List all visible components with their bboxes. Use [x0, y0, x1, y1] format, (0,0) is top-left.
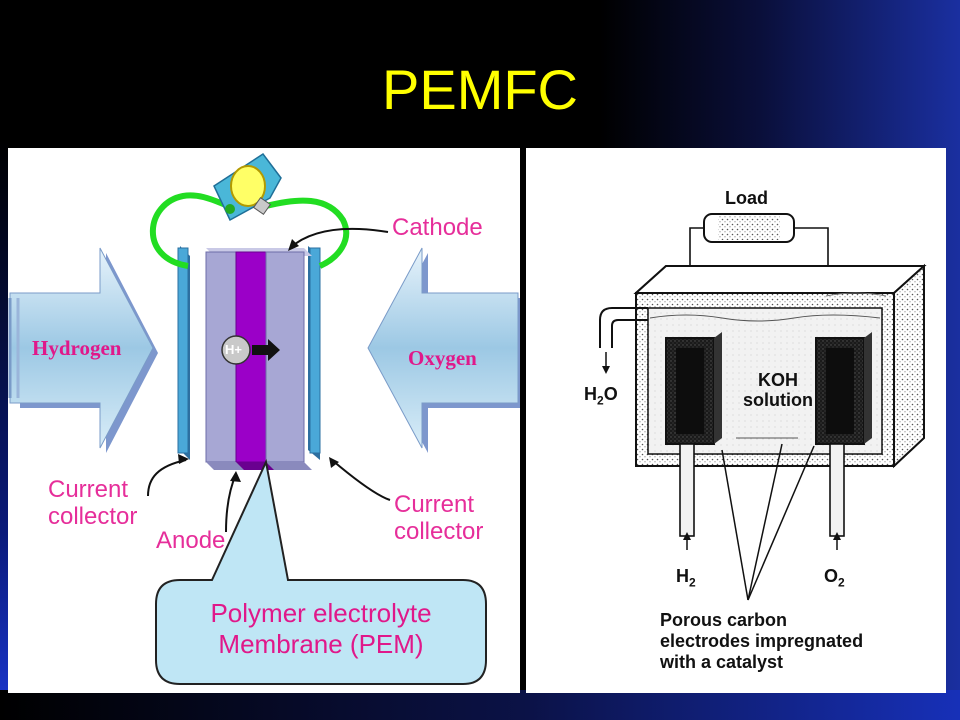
electrode-caption: Porous carbon electrodes impregnated wit… [660, 610, 863, 673]
current-collector-left-line-1: Current [48, 476, 129, 503]
current-collector-left-label: Current collector [48, 476, 137, 530]
current-collector-right-line-1: Current [394, 491, 475, 518]
load-resistor [703, 213, 795, 243]
water-label-sub: 2 [597, 393, 604, 408]
hydrogen-arrow [8, 247, 158, 453]
hydrogen-label: Hydrogen [32, 336, 122, 360]
pem-callout [155, 458, 487, 685]
hydrogen-input-h: H [676, 566, 689, 586]
electrode-caption-line-3: with a catalyst [660, 652, 784, 672]
pem-label: Polymer electrolyte Membrane (PEM) [156, 598, 486, 660]
proton-ion [221, 335, 280, 365]
left-accent-band [0, 140, 8, 700]
pem-diagram-graphic [8, 152, 520, 685]
water-label-h: H [584, 384, 597, 404]
pem-label-line-1: Polymer electrolyte [210, 598, 432, 628]
current-collector-left [177, 246, 190, 460]
slide-title: PEMFC [382, 58, 578, 121]
anode-label: Anode [156, 527, 226, 554]
pointer-arrowheads [178, 239, 339, 482]
current-collector-right-label: Current collector [394, 491, 483, 545]
pem-label-line-2: Membrane (PEM) [218, 629, 424, 659]
anode-electrode [665, 332, 722, 550]
arrow-icon [252, 339, 280, 361]
oxygen-input-o: O [824, 566, 839, 586]
bottom-accent-band [0, 690, 960, 720]
alkaline-cell-graphic [599, 213, 927, 601]
caption-pointers [721, 443, 815, 601]
light-bulb-icon [213, 152, 282, 222]
electrode-caption-line-1: Porous carbon [660, 610, 788, 630]
koh-label: KOH solution [736, 370, 820, 410]
load-label: Load [725, 188, 768, 208]
proton-label: H+ [225, 342, 242, 357]
hydrogen-input-label: H2 [676, 566, 696, 593]
oxygen-label: Oxygen [408, 346, 477, 370]
koh-label-line-1: KOH [758, 370, 798, 390]
water-outlet-pipe [599, 307, 648, 374]
oxygen-arrow [367, 247, 520, 453]
water-label-o: O [603, 384, 618, 404]
cathode-electrode [815, 332, 872, 550]
water-label: H2O [584, 384, 618, 411]
oxygen-input-sub: 2 [838, 575, 845, 590]
current-collector-left-line-2: collector [48, 503, 138, 530]
hydrogen-input-sub: 2 [689, 575, 696, 590]
electrode-caption-line-2: electrodes impregnated [660, 631, 864, 651]
koh-label-line-2: solution [743, 390, 813, 410]
current-collector-right-line-2: collector [394, 518, 484, 545]
cathode-label: Cathode [392, 214, 483, 241]
pem-diagram-panel: Cathode Hydrogen Oxygen H+ Current colle… [8, 148, 520, 693]
alkaline-cell-panel: Load H2O KOH solution H2 O2 Porous carbo… [526, 148, 946, 693]
oxygen-input-label: O2 [824, 566, 845, 593]
current-collector-right [308, 246, 321, 460]
external-wire-right [265, 197, 350, 269]
electrode-stack [205, 248, 312, 470]
